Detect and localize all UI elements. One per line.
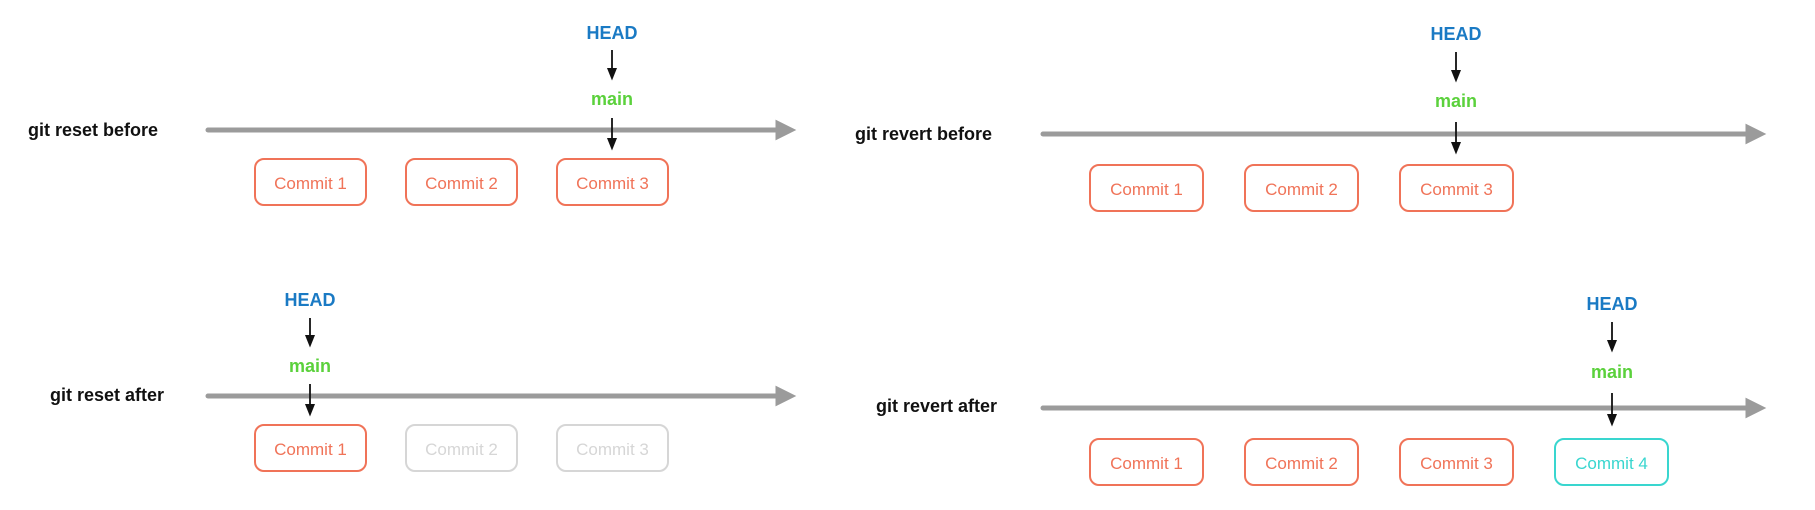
commit-box [556,158,669,206]
head-label: HEAD [586,23,637,43]
panel-label-revert-before: git revert before [855,124,992,144]
panel-reset-before: git reset before HEAD main Commit 1 Comm… [28,23,797,206]
commit-label: Commit 2 [425,174,498,193]
commit-box [405,158,518,206]
commit-label: Commit 1 [1110,454,1183,473]
commit-label: Commit 4 [1575,454,1648,473]
commit-node-2-discarded: Commit 2 [405,424,518,472]
commit-box [254,424,367,472]
commit-node-3: Commit 3 [1399,438,1514,486]
commit-box [1399,438,1514,486]
panel-label-reset-before: git reset before [28,120,158,140]
commit-node-2: Commit 2 [1244,164,1359,212]
commit-label: Commit 1 [274,440,347,459]
commit-node-1: Commit 1 [254,158,367,206]
commit-label: Commit 3 [1420,454,1493,473]
commit-box [1244,438,1359,486]
commit-label: Commit 2 [1265,180,1338,199]
commit-node-1: Commit 1 [1089,438,1204,486]
commit-box [405,424,518,472]
head-label: HEAD [1430,24,1481,44]
commit-box [1554,438,1669,486]
commit-node-3: Commit 3 [1399,164,1514,212]
panel-label-revert-after: git revert after [876,396,997,416]
commit-box [1399,164,1514,212]
commit-node-1: Commit 1 [1089,164,1204,212]
commit-node-3-discarded: Commit 3 [556,424,669,472]
commit-label: Commit 3 [576,174,649,193]
commit-node-3: Commit 3 [556,158,669,206]
branch-label-main: main [1435,91,1477,111]
commit-box [556,424,669,472]
panel-revert-after: git revert after HEAD main Commit 1 Comm… [876,294,1767,486]
commit-box [1089,438,1204,486]
branch-label-main: main [289,356,331,376]
commit-label: Commit 2 [425,440,498,459]
commit-node-2: Commit 2 [1244,438,1359,486]
branch-label-main: main [591,89,633,109]
commit-node-4-revert: Commit 4 [1554,438,1669,486]
commit-label: Commit 1 [1110,180,1183,199]
commit-box [1244,164,1359,212]
commit-label: Commit 3 [1420,180,1493,199]
commit-box [254,158,367,206]
panel-revert-before: git revert before HEAD main Commit 1 Com… [855,24,1767,212]
commit-node-2: Commit 2 [405,158,518,206]
commit-label: Commit 3 [576,440,649,459]
commit-label: Commit 2 [1265,454,1338,473]
head-label: HEAD [1586,294,1637,314]
branch-label-main: main [1591,362,1633,382]
commit-node-1: Commit 1 [254,424,367,472]
panel-label-reset-after: git reset after [50,385,164,405]
commit-box [1089,164,1204,212]
commit-label: Commit 1 [274,174,347,193]
panel-reset-after: git reset after HEAD main Commit 1 Commi… [50,290,797,472]
head-label: HEAD [284,290,335,310]
